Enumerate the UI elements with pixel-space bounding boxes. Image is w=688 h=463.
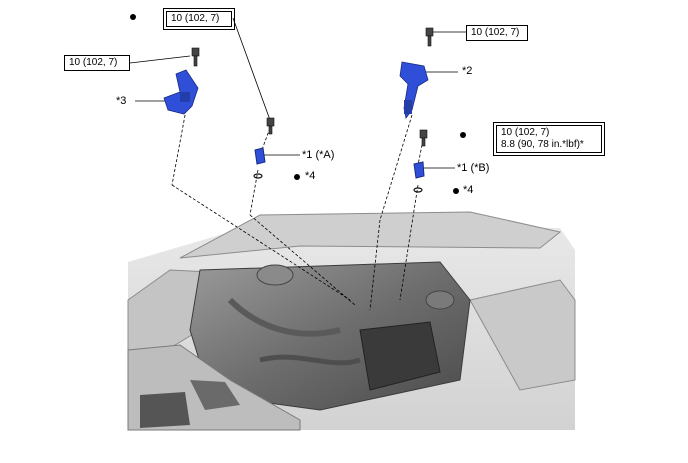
label-part-4b: *4: [463, 184, 474, 196]
torque-right-line2: 8.8 (90, 78 in.*lbf)*: [501, 139, 584, 150]
lube-dot-4b: [453, 188, 459, 194]
engine-bay-illustration: [127, 211, 576, 431]
torque-box-top-left: 10 (102, 7): [163, 8, 235, 30]
torque-box-left: 10 (102, 7): [64, 55, 130, 71]
bolts: [191, 27, 434, 147]
lube-dot-right: [460, 132, 466, 138]
torque-right-line1: 10 (102, 7): [501, 127, 550, 138]
lube-dot-4a: [294, 174, 300, 180]
torque-box-top-right: 10 (102, 7): [466, 25, 528, 41]
part-2-shape: [399, 61, 429, 119]
lube-dot-topleft: [130, 14, 136, 20]
label-part-1a: *1 (*A): [302, 149, 335, 161]
label-part-1b: *1 (*B): [457, 162, 490, 174]
part-4-shapes: [253, 173, 423, 193]
label-part-2: *2: [462, 65, 473, 77]
torque-box-right: 10 (102, 7) 8.8 (90, 78 in.*lbf)*: [493, 122, 605, 156]
label-part-4a: *4: [305, 170, 316, 182]
part-1-shapes: [254, 147, 425, 179]
part-3-shape: [163, 69, 199, 115]
callout-leaders: [129, 17, 466, 169]
label-part-3: *3: [116, 95, 127, 107]
